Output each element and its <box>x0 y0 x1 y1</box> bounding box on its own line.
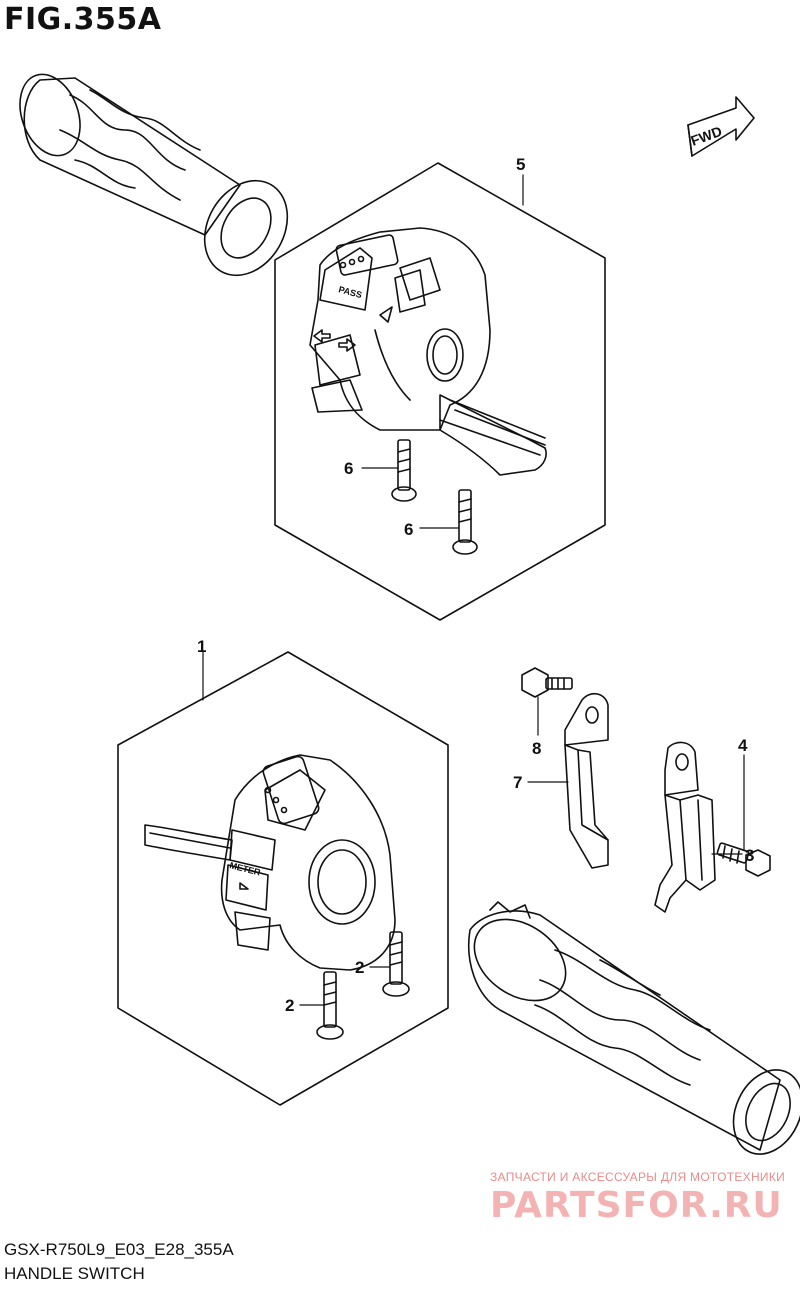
bolt-8 <box>521 667 573 698</box>
bolt-4 <box>716 842 771 877</box>
left-grip <box>468 901 800 1155</box>
left-switch-group-box <box>117 651 449 1106</box>
callout-7: 7 <box>513 773 522 792</box>
bracket-3 <box>654 741 716 913</box>
callout-2-right: 2 <box>355 958 364 977</box>
bracket-7 <box>564 692 609 869</box>
right-handlebar-switch <box>309 227 547 476</box>
figure-caption: HANDLE SWITCH <box>4 1264 145 1283</box>
left-handlebar-switch <box>144 754 396 971</box>
callout-6-upper: 6 <box>344 459 353 478</box>
screw-2-left <box>316 971 344 1040</box>
callout-2-left: 2 <box>285 996 294 1015</box>
meter-label: METER <box>229 860 262 877</box>
figure-title: FIG.355A <box>4 2 162 37</box>
figure-code: GSX-R750L9_E03_E28_355A <box>4 1240 234 1259</box>
callout-5: 5 <box>516 155 525 174</box>
leader-lines <box>202 174 745 1006</box>
pass-label: PASS <box>337 284 363 300</box>
callout-6-lower: 6 <box>404 520 413 539</box>
watermark-brand: PARTSFOR.RU <box>490 1185 783 1226</box>
callout-3: 3 <box>745 846 754 865</box>
callout-4: 4 <box>738 736 748 755</box>
callout-8: 8 <box>532 739 541 758</box>
screw-6-upper <box>391 439 417 502</box>
fwd-label: FWD <box>689 123 724 149</box>
right-grip <box>19 73 289 277</box>
screw-6-lower <box>452 489 478 555</box>
callout-1: 1 <box>197 637 206 656</box>
fwd-arrow-icon <box>687 96 755 157</box>
right-switch-group-box <box>274 162 606 621</box>
screw-2-right <box>382 931 410 997</box>
watermark-subtitle: ЗАПЧАСТИ И АКСЕССУАРЫ ДЛЯ МОТОТЕХНИКИ <box>490 1170 786 1184</box>
